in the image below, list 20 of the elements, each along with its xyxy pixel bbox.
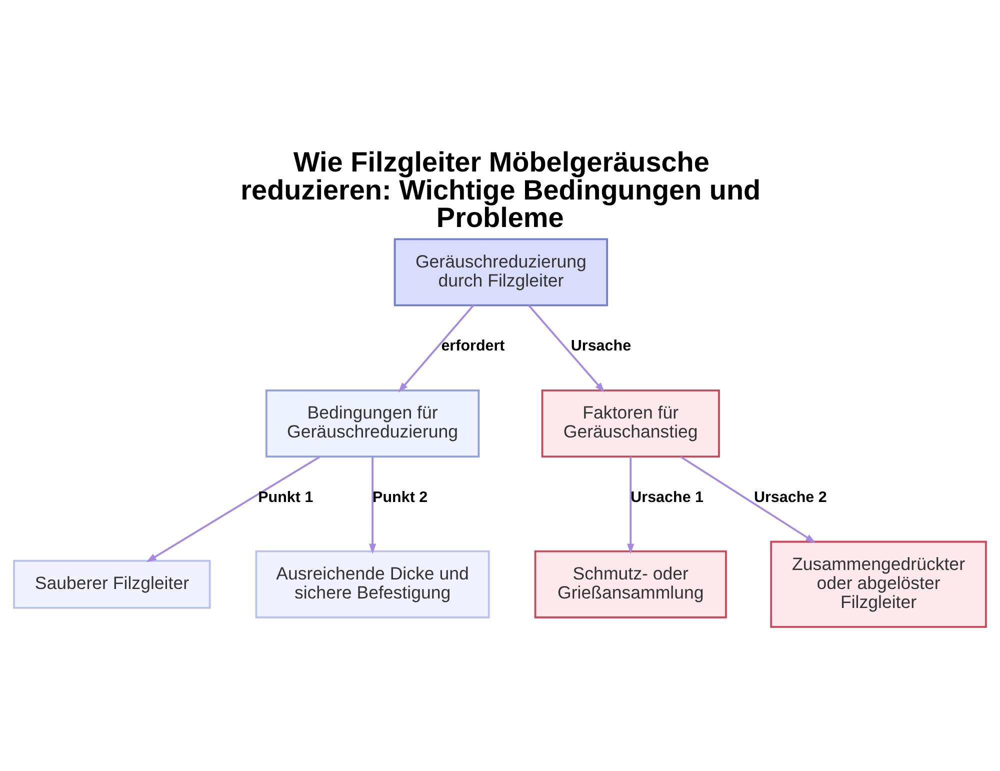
edge-label: Punkt 2 bbox=[372, 488, 428, 506]
arrow bbox=[368, 456, 376, 554]
edge-label: Ursache 2 bbox=[754, 488, 827, 506]
node-box: Schmutz- oder Grießansammlung bbox=[534, 550, 727, 618]
diagram-title: Wie Filzgleiter Möbelgeräusche reduzieren: Wichtige Bedingungen und Probleme bbox=[240, 146, 761, 233]
arrow bbox=[627, 456, 634, 554]
arrow bbox=[528, 304, 605, 392]
arrow bbox=[146, 455, 320, 562]
arrow bbox=[398, 304, 474, 392]
edge-label: Ursache bbox=[570, 337, 632, 354]
node-box: Zusammengedrückter oder abgelöster Filzgleiter bbox=[770, 540, 987, 628]
node-box: Geräuschreduzierung durch Filzgleiter bbox=[394, 238, 608, 306]
node-box: Ausreichende Dicke und sichere Befestigung bbox=[255, 550, 490, 618]
node-box: Bedingungen für Geräuschreduzierung bbox=[265, 389, 480, 458]
arrow bbox=[680, 456, 816, 542]
edge-label: Punkt 1 bbox=[258, 488, 314, 506]
node-box: Sauberer Filzgleiter bbox=[13, 559, 211, 608]
edge-label: erfordert bbox=[441, 337, 505, 354]
edge-label: Ursache 1 bbox=[630, 488, 704, 506]
node-box: Faktoren für Geräuschanstieg bbox=[541, 389, 720, 458]
